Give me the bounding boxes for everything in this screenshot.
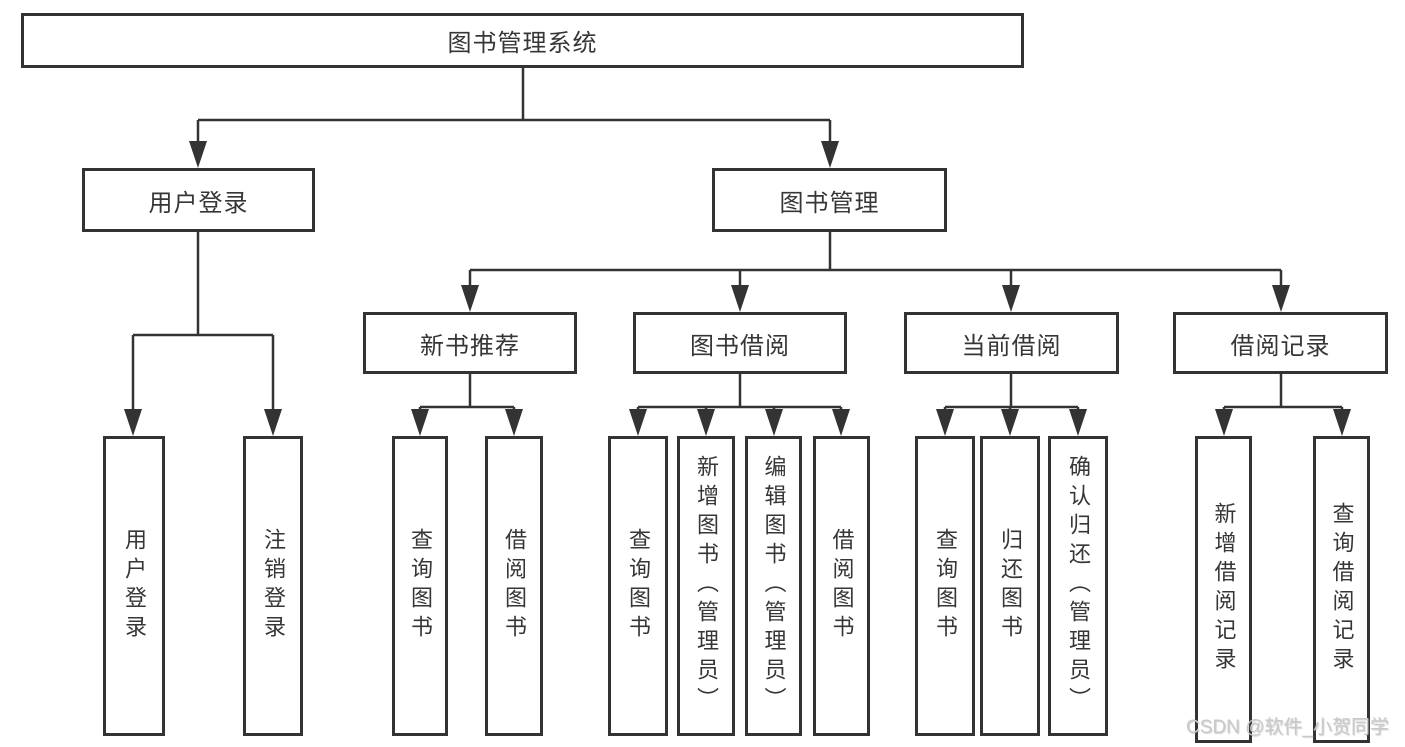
leaf-current-query-books: 查询图书 [915,436,975,736]
leaf-current-confirm-return-admin: 确认归还（管理员） [1048,436,1108,736]
leaf-records-query-record: 查询借阅记录 [1313,436,1370,743]
leaf-borrow-query-books-label: 查询图书 [626,527,651,645]
leaf-newbooks-borrow-books-label: 借阅图书 [502,527,527,645]
leaf-borrow-query-books: 查询图书 [608,436,668,736]
arrowhead-icon [1001,409,1019,436]
node-root-label: 图书管理系统 [447,30,598,57]
csdn-watermark: CSDN @软件_小贺同学 [1186,717,1389,738]
arrowhead-icon [189,141,207,168]
node-book-management: 图书管理 [712,168,947,232]
arrowhead-icon [505,409,523,436]
arrowhead-icon [832,409,850,436]
leaf-borrow-borrow-books-label: 借阅图书 [829,527,855,645]
arrowhead-icon [1215,409,1233,436]
leaf-logout: 注销登录 [243,436,303,736]
node-book-borrow-label: 图书借阅 [690,332,790,360]
leaf-newbooks-borrow-books: 借阅图书 [485,436,543,736]
leaf-current-query-books-label: 查询图书 [933,527,958,645]
node-current-borrow: 当前借阅 [904,312,1119,374]
arrowhead-icon [697,409,715,436]
leaf-records-add-record-label: 新增借阅记录 [1211,502,1237,677]
arrowhead-icon [1272,285,1290,312]
leaf-current-confirm-return-admin-label: 确认归还（管理员） [1066,455,1091,717]
leaf-records-add-record: 新增借阅记录 [1195,436,1252,743]
arrowhead-icon [765,409,783,436]
arrowhead-icon [1333,409,1351,436]
arrowhead-icon [629,409,647,436]
leaf-borrow-edit-books-admin-label: 编辑图书（管理员） [761,455,787,717]
leaf-records-query-record-label: 查询借阅记录 [1329,502,1355,677]
arrowhead-icon [731,285,749,312]
node-borrow-records: 借阅记录 [1173,312,1388,374]
node-new-book-recommend: 新书推荐 [363,312,577,374]
arrowhead-icon [264,409,282,436]
leaf-current-return-books: 归还图书 [980,436,1040,736]
leaf-user-login: 用户登录 [103,436,165,736]
arrowhead-icon [411,409,429,436]
leaf-borrow-add-books-admin-label: 新增图书（管理员） [694,455,719,717]
node-new-book-recommend-label: 新书推荐 [420,332,520,360]
leaf-borrow-add-books-admin: 新增图书（管理员） [677,436,735,736]
leaf-newbooks-query-books-label: 查询图书 [408,527,433,645]
node-book-management-label: 图书管理 [779,189,880,217]
arrowhead-icon [1002,285,1020,312]
leaf-current-return-books-label: 归还图书 [998,527,1023,645]
leaf-newbooks-query-books: 查询图书 [392,436,448,736]
arrowhead-icon [461,285,479,312]
leaf-borrow-edit-books-admin: 编辑图书（管理员） [745,436,802,736]
arrowhead-icon [1069,409,1087,436]
leaf-borrow-borrow-books: 借阅图书 [813,436,870,736]
leaf-logout-label: 注销登录 [261,527,286,645]
node-root: 图书管理系统 [21,13,1024,68]
node-user-login: 用户登录 [82,168,315,232]
arrowhead-icon [124,409,142,436]
node-user-login-label: 用户登录 [148,189,249,217]
arrowhead-icon [936,409,954,436]
node-current-borrow-label: 当前借阅 [961,332,1062,360]
node-borrow-records-label: 借阅记录 [1230,332,1331,360]
leaf-user-login-label: 用户登录 [122,527,147,645]
arrowhead-icon [821,141,839,168]
node-book-borrow: 图书借阅 [633,312,847,374]
